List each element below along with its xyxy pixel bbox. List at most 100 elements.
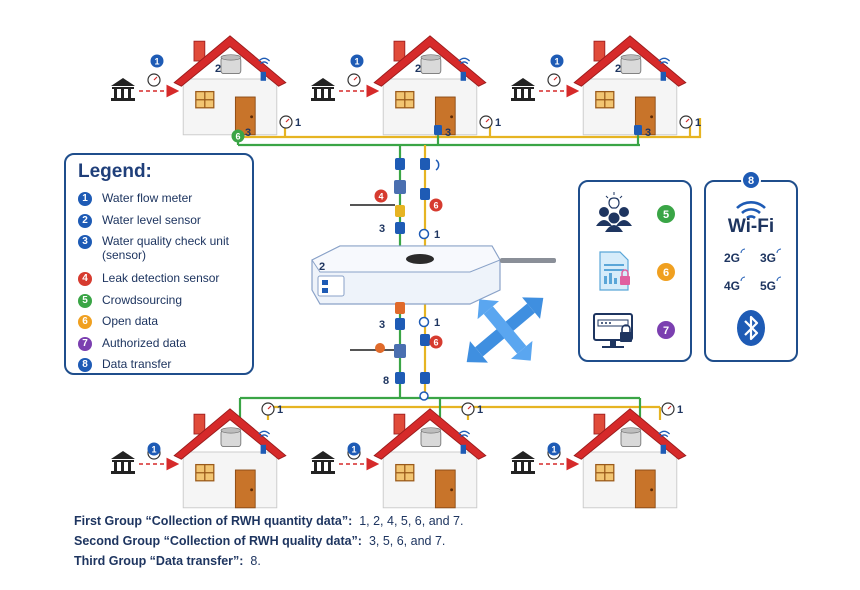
hub-indicator: [322, 280, 328, 285]
wireless-mark: [435, 159, 440, 171]
quality-unit-number: 3: [379, 319, 385, 331]
number-badge-label: 1: [354, 57, 359, 67]
number-badge-label: 1: [351, 445, 356, 455]
wifi-icon: [736, 201, 766, 220]
legend-item: 7 Authorized data: [78, 336, 252, 351]
inlet-meter-number: 1: [277, 404, 283, 416]
badge-6: [657, 263, 675, 281]
legend-item-number: 5: [78, 294, 92, 308]
leak-sensor: [375, 343, 385, 353]
hub-outlet-pipe: [500, 258, 556, 263]
quality-sensor: [634, 125, 642, 135]
caption-second-group-items: 3, 5, 6, and 7.: [368, 534, 446, 548]
bank-icon: [111, 451, 135, 474]
outlet-meter-icon: [479, 115, 493, 129]
legend-item-label: Authorized data: [102, 336, 187, 350]
house: [573, 408, 687, 509]
house-shape: [173, 408, 287, 509]
house-shape: [573, 35, 687, 136]
legend-item-number: 7: [78, 337, 92, 351]
number-badge-label: 1: [151, 445, 156, 455]
arrow-head: [477, 299, 500, 320]
outlet-meter-number: 1: [495, 117, 501, 129]
meter-icon: [347, 73, 361, 87]
badge-8: [741, 170, 761, 190]
house-shape: [373, 35, 487, 136]
data-access-panel: 5 6 7: [578, 180, 692, 362]
legend-item-label: Open data: [102, 314, 159, 328]
badge-6-label: 6: [663, 267, 669, 279]
inlet-meter-number: 1: [477, 404, 483, 416]
legend-title: Legend:: [78, 161, 152, 182]
valve: [394, 180, 406, 194]
number-badge-label: 1: [154, 57, 159, 67]
legend-item: 3 Water quality check unit (sensor): [78, 234, 252, 262]
flow-node-number: 1: [434, 229, 440, 241]
open-data-document-icon: [599, 251, 630, 291]
legend-item-label: Water level sensor: [102, 213, 201, 227]
house: [173, 408, 287, 509]
house: [373, 408, 487, 509]
sensor-block: [420, 188, 430, 200]
valve: [394, 344, 406, 358]
valve-body: [395, 205, 405, 217]
arrow-head: [522, 297, 544, 319]
number-badge-label: 1: [551, 445, 556, 455]
house: [173, 35, 287, 136]
hub-vent: [406, 254, 434, 264]
valve-body: [395, 302, 405, 314]
outlet-meter-number: 1: [295, 117, 301, 129]
arrow-head: [466, 341, 488, 363]
badge-5-label: 5: [663, 209, 669, 221]
hub-panel: [317, 275, 345, 297]
outlet-meter-icon: [279, 115, 293, 129]
house-shape: [573, 408, 687, 509]
meter-icon: [679, 115, 693, 129]
caption-third-group-items: 8.: [250, 554, 261, 568]
bank-icon: [511, 78, 535, 101]
sensor-block: [420, 372, 430, 384]
caption-first-group: First Group “Collection of RWH quantity …: [74, 514, 463, 528]
signal-marks: [740, 248, 782, 282]
legend-item-label: Water quality check unit (sensor): [102, 234, 229, 262]
network-4g: 4G: [724, 279, 740, 293]
network-2g: 2G: [724, 251, 740, 265]
inlet-meter-icon: [661, 402, 675, 416]
leak-sensor-badge: [374, 189, 388, 203]
caption-third-group: Third Group “Data transfer”: 8.: [74, 554, 261, 568]
flow-meter-badge: [147, 442, 161, 456]
inlet-meter-icon: [461, 402, 475, 416]
caption-third-group-title: Third Group “Data transfer”:: [74, 554, 244, 568]
level-sensor-number: 2: [615, 63, 621, 75]
data-transfer-arrows-icon: [466, 297, 544, 363]
number-badge-label: 4: [378, 192, 383, 202]
meter-icon: [479, 115, 493, 129]
bank-icon: [111, 78, 135, 101]
house-shape: [373, 408, 487, 509]
level-sensor-number: 2: [415, 63, 421, 75]
legend-item-label: Leak detection sensor: [102, 271, 220, 285]
open-data-badge-red: [429, 335, 443, 349]
meter-icon: [547, 73, 561, 87]
hub-number: 2: [319, 261, 325, 273]
open-data-badge-red: [429, 198, 443, 212]
flow-meter-badge: [550, 54, 564, 68]
arrow-head: [510, 340, 533, 361]
inlet-meter-number: 1: [677, 404, 683, 416]
junction-node: [419, 391, 429, 401]
bank-icon: [511, 451, 535, 474]
authorized-data-computer-icon: [593, 313, 633, 348]
meter-icon: [547, 73, 561, 87]
legend-item-number: 6: [78, 315, 92, 329]
house: [373, 35, 487, 136]
open-data-badge: [231, 129, 245, 143]
legend-item-number: 3: [78, 235, 92, 249]
flow-meter-badge: [150, 54, 164, 68]
legend-item-label: Water flow meter: [102, 191, 193, 205]
